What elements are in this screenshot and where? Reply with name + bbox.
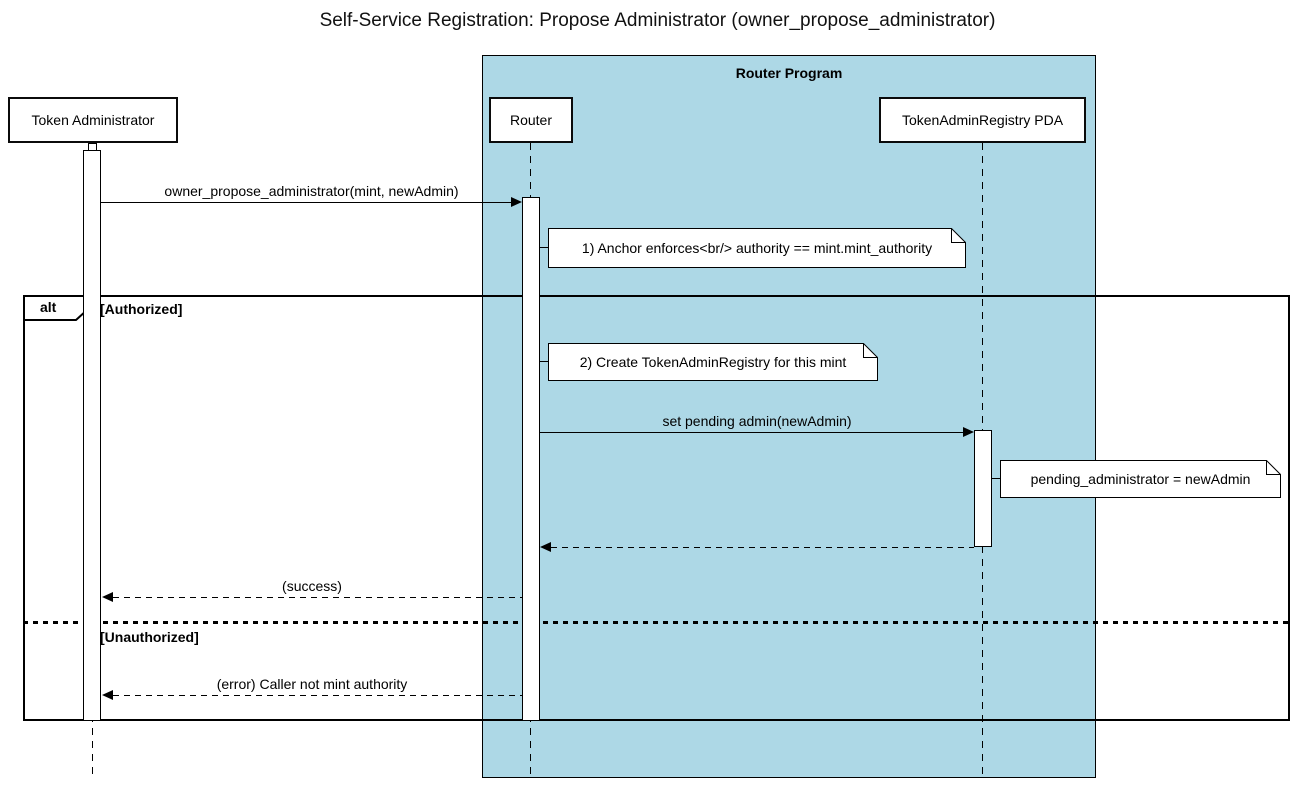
program-group-box xyxy=(482,55,1096,778)
note-body xyxy=(548,228,966,268)
note-body xyxy=(548,343,878,381)
arrowhead-left-icon xyxy=(102,592,113,602)
alt-branch-divider xyxy=(23,621,1290,624)
note-fold-icon xyxy=(1266,460,1281,475)
participant-label: TokenAdminRegistry PDA xyxy=(901,112,1064,128)
note-connector-create-registry xyxy=(540,361,548,362)
message-label-success: (success) xyxy=(282,578,342,594)
note-connector-anchor-enforce xyxy=(540,247,548,248)
program-group-label: Router Program xyxy=(735,65,843,81)
arrowhead-left-icon xyxy=(540,542,551,552)
note-body xyxy=(1000,460,1281,498)
note-text: 1) Anchor enforces<br/> authority == min… xyxy=(581,240,933,256)
diagram-title: Self-Service Registration: Propose Admin… xyxy=(319,10,996,31)
note-connector-pending-admin xyxy=(992,478,1000,479)
alt-branch-unauthorized-label: [Unauthorized] xyxy=(100,629,199,645)
participant-label: Token Administrator xyxy=(31,112,155,128)
message-line-error xyxy=(102,690,522,700)
note-create-registry: 2) Create TokenAdminRegistry for this mi… xyxy=(548,343,878,381)
note-shape xyxy=(548,343,878,381)
participant-label: Router xyxy=(509,112,553,128)
participant-router: Router xyxy=(489,97,573,143)
arrowhead-right-icon xyxy=(963,427,974,437)
message-label-propose: owner_propose_administrator(mint, newAdm… xyxy=(164,183,459,199)
activation-bar-router xyxy=(522,197,540,721)
alt-branch-authorized-label: [Authorized] xyxy=(100,301,183,317)
message-label-set-pending: set pending admin(newAdmin) xyxy=(662,413,852,429)
participant-registry-pda: TokenAdminRegistry PDA xyxy=(879,97,1086,143)
note-text: pending_administrator = newAdmin xyxy=(1030,471,1251,487)
note-fold-icon xyxy=(951,228,966,243)
note-fold-icon xyxy=(863,343,878,358)
note-anchor-enforce: 1) Anchor enforces<br/> authority == min… xyxy=(548,228,966,268)
alt-operator-label: alt xyxy=(40,299,57,315)
alt-operator-shape xyxy=(23,295,88,321)
note-shape xyxy=(1000,460,1281,498)
activation-bar-token-admin xyxy=(83,150,101,721)
arrowhead-left-icon xyxy=(102,690,113,700)
note-text: 2) Create TokenAdminRegistry for this mi… xyxy=(579,354,847,370)
participant-token-admin: Token Administrator xyxy=(8,97,178,143)
message-line-registry-return xyxy=(540,542,974,552)
note-shape xyxy=(548,228,966,268)
message-line-set-pending xyxy=(540,427,974,437)
message-label-error: (error) Caller not mint authority xyxy=(216,676,408,692)
alt-frame xyxy=(23,295,1290,721)
message-line-propose xyxy=(101,197,522,207)
message-line-success xyxy=(102,592,522,602)
note-pending-admin: pending_administrator = newAdmin xyxy=(1000,460,1281,498)
alt-operator-badge xyxy=(23,295,88,321)
arrowhead-right-icon xyxy=(511,197,522,207)
activation-bar-registry-pda xyxy=(974,430,992,547)
